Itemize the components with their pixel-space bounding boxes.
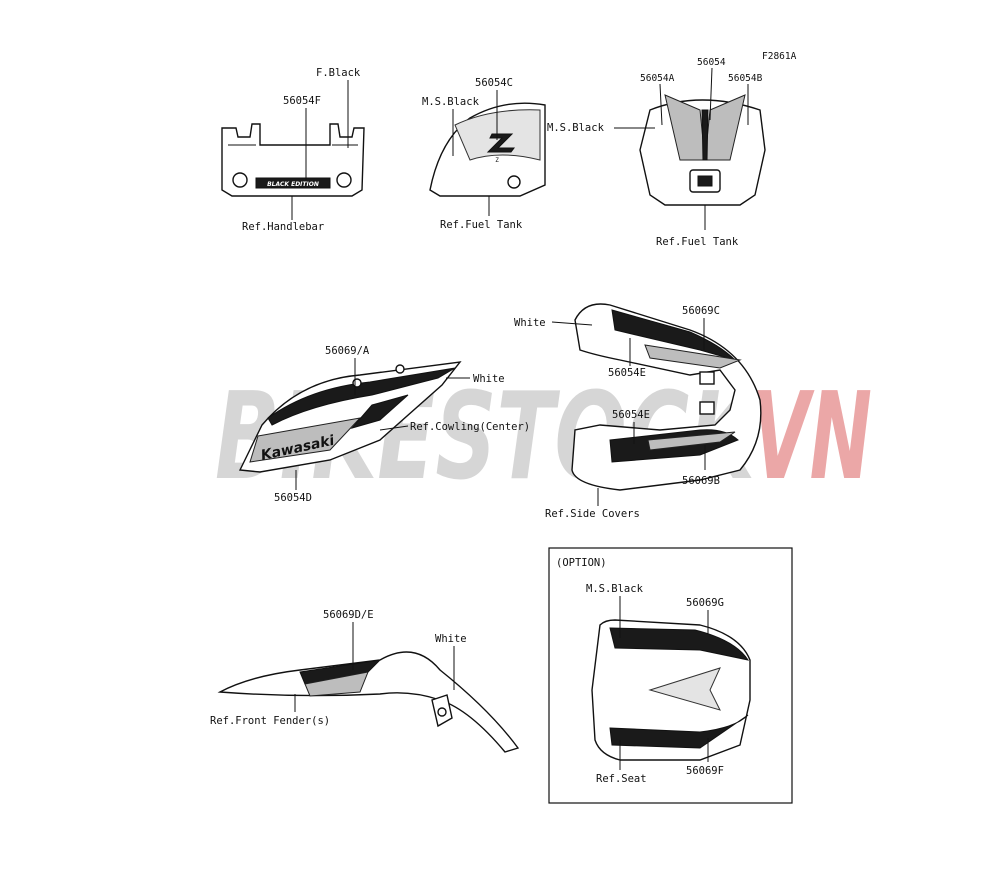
label-tank-top-color: M.S.Black [547, 122, 605, 134]
leader-tank-top-a [659, 83, 663, 126]
cowl-bolt [352, 378, 362, 388]
label-tank-top-ref: Ref.Fuel Tank [656, 236, 739, 248]
label-cowl-ref: Ref.Cowling(Center) [410, 421, 530, 433]
label-handlebar-ref: Ref.Handlebar [242, 221, 324, 233]
label-handlebar-color: F.Black [316, 67, 361, 79]
cowl-brand-decal[interactable] [249, 417, 362, 463]
center-cowl-decal-group: Kawasaki 56069/A White Ref.Cowling(Cente… [238, 345, 530, 504]
label-tank-side-color: M.S.Black [422, 96, 480, 108]
handlebar-decal-strip[interactable] [255, 177, 331, 189]
handlebar-decal-group: BLACK EDITION F.Black 56054F Ref.Handleb… [221, 67, 365, 233]
label-tank-side-ref: Ref.Fuel Tank [440, 219, 523, 231]
fender-decal-lower[interactable] [304, 671, 369, 697]
leader-cowl-ref [379, 425, 409, 431]
tank-top-decal-center[interactable] [701, 109, 709, 161]
side-covers-decal-group: White 56069C 56054E 56054E 56069B Ref.Si… [514, 303, 762, 520]
label-side-cover-ref: Ref.Side Covers [545, 508, 640, 520]
label-side-cover-part-lower: 56054E [612, 409, 650, 421]
label-side-cover-part-bottom: 56069B [682, 475, 720, 487]
handlebar-bolt-left [232, 172, 248, 188]
label-side-cover-part-upper: 56054E [608, 367, 646, 379]
label-tank-top-center: 56054 [697, 57, 726, 68]
side-cover-grommet-upper [699, 371, 715, 385]
side-cover-grommet-lower [699, 401, 715, 415]
label-fender-ref: Ref.Front Fender(s) [210, 715, 330, 727]
front-fender-decal-group: 56069D/E White Ref.Front Fender(s) [210, 609, 520, 753]
cowl-bolt-2 [395, 364, 405, 374]
label-cowl-part-bottom: 56054D [274, 492, 312, 504]
side-cover-decal-c[interactable] [644, 344, 742, 369]
z-emblem-text: Z [495, 157, 499, 164]
leader-side-cover-color [551, 321, 593, 326]
front-fender-illustration[interactable] [217, 651, 520, 753]
handlebar-bolt-right [336, 172, 352, 188]
label-tank-side-part: 56054C [475, 77, 513, 89]
tank-side-cap [507, 175, 521, 189]
label-seat-color: M.S.Black [586, 583, 644, 595]
label-seat-ref: Ref.Seat [596, 773, 647, 785]
tank-top-cap-inner [697, 175, 713, 187]
seat-decal-top[interactable] [609, 627, 750, 661]
seat-center-panel [648, 667, 721, 711]
figure-code: F2861A [762, 51, 797, 62]
z-emblem [486, 133, 515, 153]
fender-mount-hole [437, 707, 447, 717]
side-cover-decal-b[interactable] [647, 431, 736, 451]
leader-tank-top-center [709, 67, 713, 121]
label-seat-part-bottom: 56069F [686, 765, 724, 777]
watermark-text-accent: VN [752, 368, 872, 507]
label-side-cover-part-top: 56069C [682, 305, 720, 317]
cowl-stripe-upper[interactable] [267, 367, 456, 426]
label-side-cover-color: White [514, 317, 546, 329]
option-seat-decal-group: (OPTION) M.S.Black 56069G Ref.Seat 56069… [548, 547, 793, 804]
label-handlebar-part: 56054F [283, 95, 321, 107]
label-tank-top-b: 56054B [728, 73, 763, 84]
label-seat-part-top: 56069G [686, 597, 724, 609]
label-fender-part: 56069D/E [323, 609, 374, 621]
label-fender-color: White [435, 633, 467, 645]
label-tank-top-a: 56054A [640, 73, 675, 84]
cowl-z-decal[interactable] [350, 394, 409, 429]
label-cowl-color: White [473, 373, 505, 385]
tank-top-decal-group: 56054 56054A 56054B M.S.Black Ref.Fuel T… [547, 57, 766, 248]
option-box [548, 547, 793, 804]
black-edition-emblem: BLACK EDITION [267, 181, 319, 188]
seat-decal-bottom[interactable] [609, 714, 749, 749]
tank-side-decal-group: Z 56054C M.S.Black Ref.Fuel Tank [422, 77, 546, 231]
label-option-title: (OPTION) [556, 557, 607, 569]
label-cowl-part-top: 56069/A [325, 345, 370, 357]
